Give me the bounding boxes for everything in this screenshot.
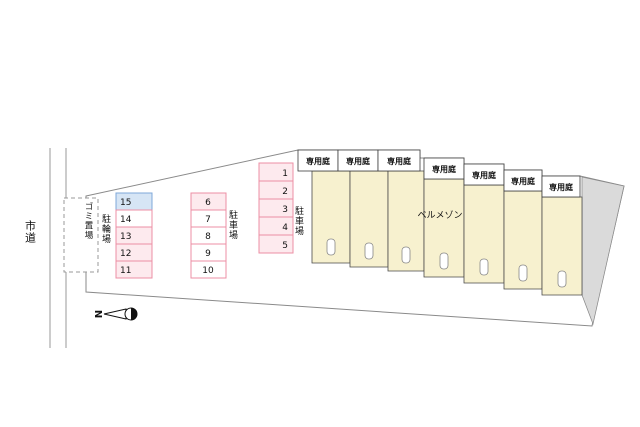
unit-entry-1: [326, 238, 336, 256]
stall-11: [115, 260, 153, 279]
stall-14-number: 14: [120, 215, 132, 225]
compass-letter: N: [94, 310, 105, 318]
stall-10: [190, 260, 227, 279]
compass-circle-fill: [131, 308, 137, 320]
stall-3-number: 3: [282, 205, 288, 215]
garden-label-3: 専用庭: [387, 156, 412, 166]
unit-entry-4: [439, 252, 449, 270]
stall-5: [258, 234, 294, 254]
garden-box-7: [541, 175, 581, 198]
garbage-area: [63, 197, 99, 273]
garbage-label: ゴミ置場: [83, 201, 93, 240]
stall-9-number: 9: [205, 249, 211, 259]
building-name: ベルメゾン: [417, 210, 462, 221]
garden-label-5: 専用庭: [472, 170, 497, 180]
garden-label-1: 専用庭: [306, 156, 331, 166]
stall-8-number: 8: [205, 232, 211, 242]
garden-label-7: 専用庭: [549, 182, 574, 192]
building: ベルメゾン: [311, 170, 583, 296]
stall-13-number: 13: [120, 232, 131, 242]
unit-entry-2: [364, 242, 374, 260]
stall-12-number: 12: [120, 249, 131, 259]
road-label: 市道: [24, 219, 37, 244]
parking-label-middle: 駐車場: [227, 209, 238, 240]
unit-entry-6: [518, 264, 528, 282]
compass: N: [94, 307, 138, 321]
stall-group-right: 1 2 3 4 5: [258, 162, 294, 254]
garden-box-3: [377, 149, 421, 172]
stall-15-number: 15: [120, 198, 131, 208]
stall-6-number: 6: [205, 198, 211, 208]
unit-entry-5: [479, 258, 489, 276]
garden-label-6: 専用庭: [511, 176, 536, 186]
garden-row: 専用庭 専用庭 専用庭 専用庭 専用庭 専用庭 専用庭: [297, 149, 581, 198]
stall-10-number: 10: [202, 266, 214, 276]
bicycle-parking-label: 駐輪場: [100, 213, 111, 244]
stall-group-left: 15 14 13 12 11: [115, 192, 153, 279]
stall-7-number: 7: [205, 215, 211, 225]
stall-11-number: 11: [120, 266, 131, 276]
stall-group-middle: 6 7 8 9 10: [190, 192, 227, 279]
garden-label-2: 専用庭: [346, 156, 371, 166]
compass-arrow: [103, 308, 127, 320]
stall-1-number: 1: [282, 169, 288, 179]
stall-2-number: 2: [282, 187, 288, 197]
parking-label-right: 駐車場: [293, 205, 304, 236]
gray-wedge: [581, 176, 625, 326]
stall-4-number: 4: [282, 223, 288, 233]
unit-entry-3: [401, 246, 411, 264]
stall-5-number: 5: [282, 241, 288, 251]
unit-entry-7: [557, 270, 567, 288]
garden-label-4: 専用庭: [432, 164, 457, 174]
